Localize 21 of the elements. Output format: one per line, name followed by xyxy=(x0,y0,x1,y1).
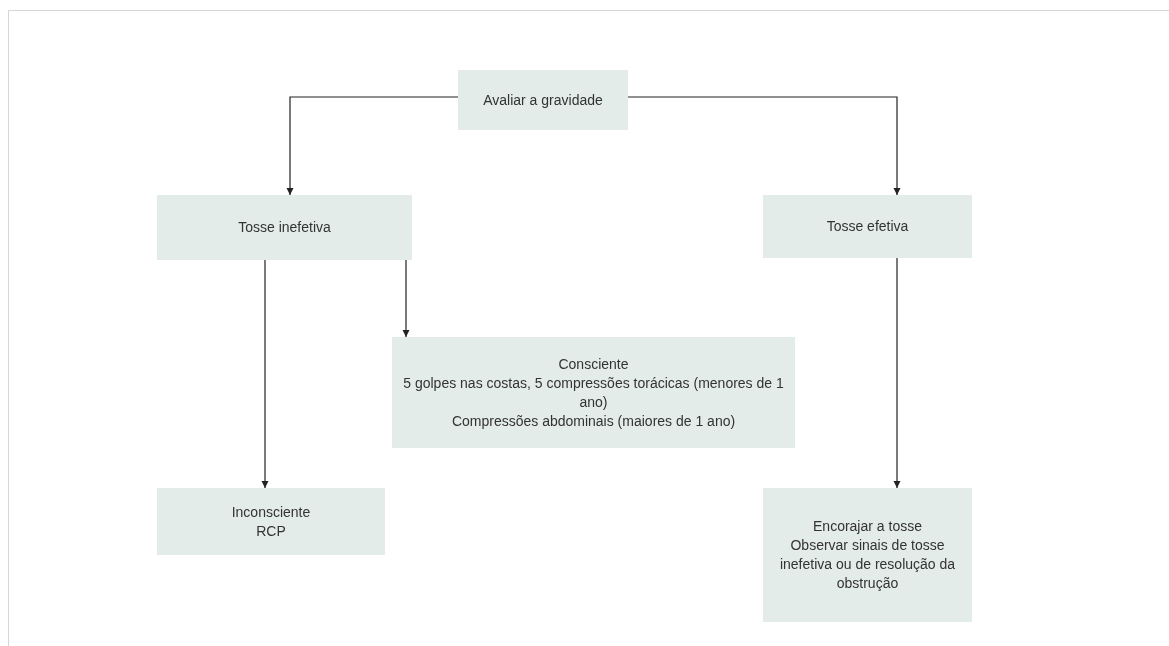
process-box xyxy=(157,195,412,260)
arrow xyxy=(261,259,269,489)
process-box xyxy=(392,337,795,448)
box-text: Encorajar a tosse xyxy=(813,517,922,536)
box-text: Tosse inefetiva xyxy=(238,218,331,237)
box-text: 5 golpes nas costas, 5 compressões torácicas (menores de 1 ano) xyxy=(402,373,785,412)
box-text: Compressões abdominais (maiores de 1 ano) xyxy=(451,411,736,431)
arrow xyxy=(286,96,459,196)
arrow xyxy=(893,257,901,489)
arrow xyxy=(627,96,901,196)
box-text: RCP xyxy=(256,521,286,541)
process-box xyxy=(157,488,385,555)
box-text: Observar sinais de tosse inefetiva ou de resolução da obstrução xyxy=(778,536,957,593)
box-text: Inconsciente xyxy=(231,502,311,522)
process-box xyxy=(458,70,628,130)
arrow xyxy=(402,259,410,338)
box-text: Avaliar a gravidade xyxy=(483,90,603,110)
process-box xyxy=(763,195,972,258)
box-text: Consciente xyxy=(558,354,629,374)
process-box xyxy=(763,488,972,622)
box-text: Tosse efetiva xyxy=(826,217,909,236)
